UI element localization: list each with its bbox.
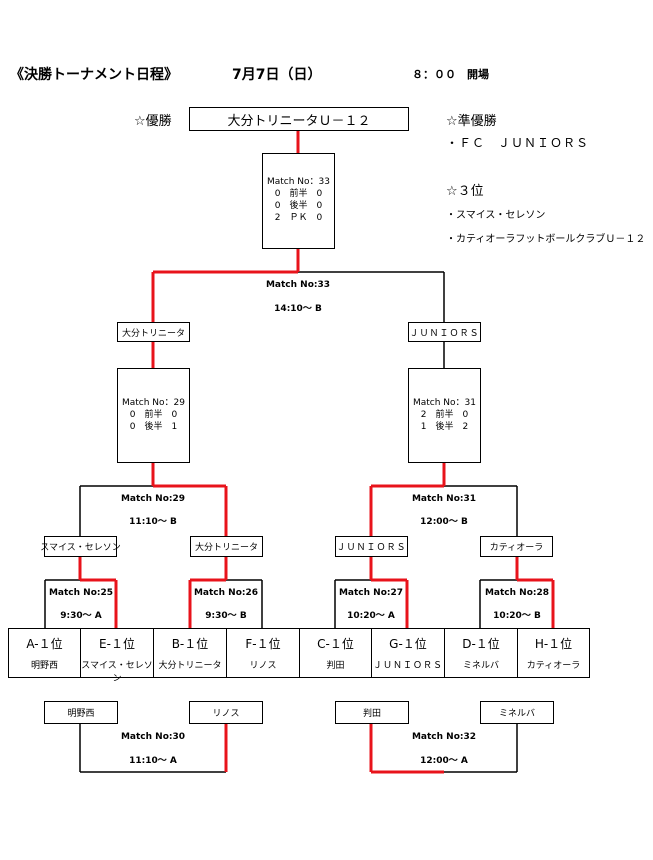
seed-b1-pos: B-１位 <box>171 637 209 651</box>
match31-title: Match No:31 <box>411 494 477 504</box>
match33-time: 14:10～ B <box>274 304 322 314</box>
qf-team-3: ＪＵＮＩＯＲＳ <box>335 536 408 557</box>
seed-a1-team: 明野西 <box>30 661 58 671</box>
match29-number: Match No：29 <box>121 398 185 408</box>
seed-h1: H-１位 カティオーラ <box>517 628 590 678</box>
opening-time: ８：００ 開場 <box>412 68 489 81</box>
final-match-number: Match No：33 <box>266 177 330 187</box>
consolation-team-rinosu: リノス <box>189 701 263 724</box>
seed-g1-team: ＪＵＮＩＯＲＳ <box>372 661 443 671</box>
seed-f1-pos: F-１位 <box>245 637 281 651</box>
match29-title: Match No:29 <box>120 494 186 504</box>
match32-title: Match No:32 <box>411 732 477 742</box>
match27-time: 10:20～ A <box>347 611 395 621</box>
match30-title: Match No:30 <box>120 732 186 742</box>
consolation-team-handa: 判田 <box>335 701 409 724</box>
seed-a1-pos: A-１位 <box>26 637 63 651</box>
semi-left-team: 大分トリニータ <box>117 322 190 342</box>
match31-first-half: 2 前半 0 <box>420 410 469 420</box>
match29-second-half: 0 後半 1 <box>129 422 178 432</box>
final-second-half: 0 後半 0 <box>274 201 323 211</box>
consolation-team-akenonishi: 明野西 <box>44 701 118 724</box>
seed-b1-team: 大分トリニータ <box>158 661 222 671</box>
event-date: 7月7日（日） <box>232 67 322 83</box>
seed-e1-pos: E-１位 <box>99 637 135 651</box>
seed-b1: B-１位 大分トリニータ <box>153 628 227 678</box>
third-place-team-2: ・カティオーラフットボールクラブＵ－１２ <box>446 234 646 245</box>
consolation-team-minerva: ミネルバ <box>480 701 554 724</box>
seed-a1: A-１位 明野西 <box>8 628 81 678</box>
match30-time: 11:10～ A <box>129 756 177 766</box>
seed-f1: F-１位 リノス <box>226 628 300 678</box>
qf-team-1: スマイス・セレソン <box>40 536 121 557</box>
match28-title: Match No:28 <box>484 588 550 598</box>
seed-e1: E-１位 スマイス・セレソン <box>80 628 154 684</box>
runner-up-team: ・ＦＣ ＪＵＮＩＯＲＳ <box>446 136 590 150</box>
match31-second-half: 1 後半 2 <box>420 422 469 432</box>
seed-h1-team: カティオーラ <box>526 661 581 671</box>
seed-d1-pos: D-１位 <box>462 637 500 651</box>
match27-title: Match No:27 <box>338 588 404 598</box>
champion-team-box: 大分トリニータＵ－１２ <box>189 107 409 131</box>
runner-up-label: ☆準優勝 <box>446 114 497 129</box>
seed-g1-pos: G-１位 <box>389 637 427 651</box>
seed-d1-team: ミネルバ <box>462 661 499 671</box>
third-place-team-1: ・スマイス・セレソン <box>446 210 546 221</box>
match31-score-box: Match No：31 2 前半 0 1 後半 2 <box>408 368 481 463</box>
match28-time: 10:20～ B <box>493 611 541 621</box>
final-first-half: 0 前半 0 <box>274 189 323 199</box>
match31-number: Match No：31 <box>412 398 476 408</box>
seed-h1-pos: H-１位 <box>534 637 573 651</box>
match32-time: 12:00～ A <box>420 756 468 766</box>
seed-f1-team: リノス <box>249 661 277 671</box>
seed-e1-team: スマイス・セレソン <box>81 661 153 684</box>
seed-g1: G-１位 ＪＵＮＩＯＲＳ <box>371 628 445 678</box>
final-score-box: Match No：33 0 前半 0 0 後半 0 2 ＰＫ 0 <box>262 153 335 249</box>
semi-right-team: ＪＵＮＩＯＲＳ <box>408 322 481 342</box>
match25-title: Match No:25 <box>48 588 114 598</box>
match25-time: 9:30～ A <box>60 611 102 621</box>
seed-c1-team: 判田 <box>326 661 345 671</box>
match26-title: Match No:26 <box>193 588 259 598</box>
match33-title: Match No:33 <box>265 280 331 290</box>
match29-time: 11:10～ B <box>129 517 177 527</box>
seed-c1-pos: C-１位 <box>317 637 354 651</box>
page-title: 《決勝トーナメント日程》 <box>10 67 178 83</box>
qf-team-2: 大分トリニータ <box>190 536 263 557</box>
third-place-label: ☆３位 <box>446 184 484 199</box>
seed-d1: D-１位 ミネルバ <box>444 628 518 678</box>
match29-first-half: 0 前半 0 <box>129 410 178 420</box>
qf-team-4: カティオーラ <box>480 536 553 557</box>
seed-c1: C-１位 判田 <box>299 628 372 678</box>
final-pk: 2 ＰＫ 0 <box>274 213 323 223</box>
champion-label: ☆優勝 <box>134 114 172 129</box>
match29-score-box: Match No：29 0 前半 0 0 後半 1 <box>117 368 190 463</box>
match26-time: 9:30～ B <box>205 611 247 621</box>
match31-time: 12:00～ B <box>420 517 468 527</box>
